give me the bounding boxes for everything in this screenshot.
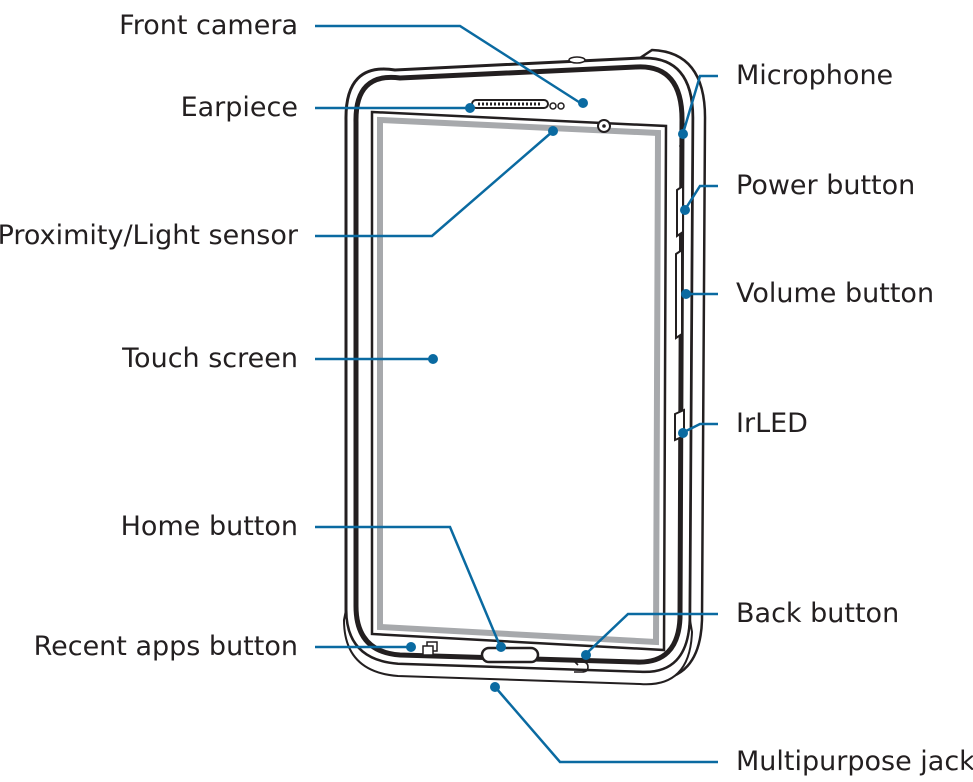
- label-proximity-light-sensor: Proximity/Light sensor: [0, 220, 298, 251]
- label-irled: IrLED: [736, 408, 808, 439]
- label-home-button: Home button: [120, 511, 298, 542]
- proximity-sensor-dot-2: [557, 102, 565, 110]
- callout-multipurpose-jack: [495, 687, 718, 764]
- dot-proximity: [548, 126, 558, 136]
- dot-back-button: [581, 650, 591, 660]
- callout-power-button: [684, 184, 718, 209]
- dot-home-button: [496, 642, 506, 652]
- volume-button-shape: [675, 248, 683, 340]
- dot-recent-apps: [406, 642, 416, 652]
- label-recent-apps-button: Recent apps button: [33, 631, 298, 662]
- touch-screen-inner-border: [377, 116, 662, 646]
- callout-irled: [683, 422, 718, 434]
- label-back-button: Back button: [736, 598, 900, 629]
- dot-earpiece: [465, 103, 475, 113]
- label-multipurpose-jack: Multipurpose jack: [736, 746, 973, 777]
- label-power-button: Power button: [736, 170, 916, 201]
- tablet-bottom-rim: [342, 609, 694, 686]
- top-notch: [568, 56, 586, 64]
- dot-touch-screen: [428, 354, 438, 364]
- dot-irled: [678, 428, 688, 438]
- callout-front-camera: [315, 24, 583, 106]
- callout-dots: [406, 98, 691, 692]
- label-touch-screen: Touch screen: [122, 343, 298, 374]
- back-arrow-icon: [573, 658, 589, 673]
- label-microphone: Microphone: [736, 60, 894, 91]
- label-volume-button: Volume button: [736, 278, 935, 309]
- proximity-sensor-dot-1: [549, 102, 557, 110]
- label-earpiece: Earpiece: [180, 92, 298, 123]
- microphone-hole: [679, 144, 683, 148]
- dot-power-button: [680, 205, 690, 215]
- label-front-camera: Front camera: [119, 10, 298, 41]
- tablet-body: [342, 48, 707, 686]
- callout-home-button: [315, 525, 502, 647]
- dot-volume-button: [681, 289, 691, 299]
- callout-back-button: [587, 612, 718, 653]
- recent-apps-icon: [422, 641, 438, 656]
- dot-multipurpose-jack: [490, 682, 500, 692]
- power-button-shape: [676, 184, 684, 238]
- dot-microphone: [678, 129, 688, 139]
- home-button-shape: [480, 646, 540, 664]
- callout-microphone: [682, 74, 718, 131]
- callout-proximity: [315, 131, 553, 238]
- callout-lines: [315, 24, 718, 764]
- dot-front-camera: [578, 98, 588, 108]
